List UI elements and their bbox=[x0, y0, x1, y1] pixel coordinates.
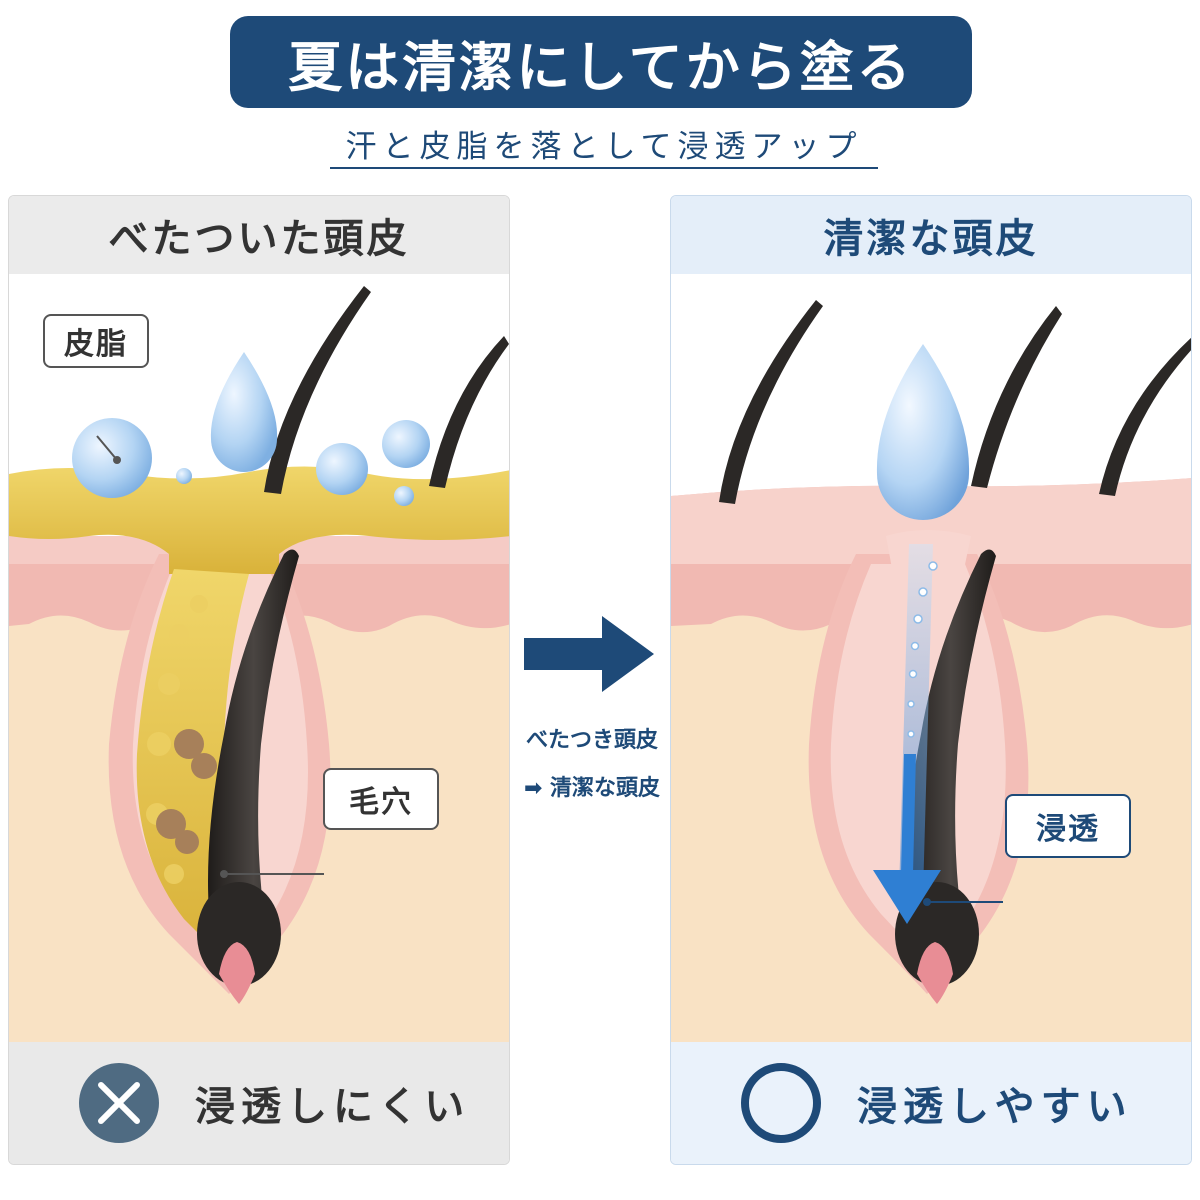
oily-scalp-result-text: 浸透しにくい bbox=[195, 1084, 471, 1130]
sebum-layer bbox=[9, 466, 509, 574]
oily-scalp-header: べたついた頭皮 bbox=[9, 196, 509, 274]
transition-caption-line1: べたつき頭皮 bbox=[525, 728, 658, 753]
penetration-arrow-shaft bbox=[901, 754, 916, 874]
right-arrow-icon bbox=[524, 616, 654, 692]
sebum-clog bbox=[136, 569, 249, 949]
water-droplet-medium bbox=[316, 443, 368, 495]
transition-caption-line2: ➡ 清潔な頭皮 bbox=[512, 770, 672, 802]
hair-shaft-main bbox=[208, 549, 299, 974]
clean-scalp-result-text: 浸透しやすい bbox=[857, 1084, 1133, 1130]
transition-arrow-icon: ➡ bbox=[523, 776, 543, 801]
down-arrow-icon bbox=[873, 870, 941, 924]
water-droplet bbox=[876, 344, 970, 520]
title-banner: 夏は清潔にしてから塗る bbox=[230, 16, 972, 108]
clean-scalp-panel: 清潔な頭皮 bbox=[670, 195, 1192, 1165]
cross-circle-icon bbox=[79, 1063, 159, 1143]
hair-strand-2 bbox=[429, 336, 509, 488]
penetration-bubbles bbox=[907, 561, 938, 738]
hair-strand-2 bbox=[971, 306, 1062, 488]
hair-strand-1 bbox=[264, 286, 371, 494]
circle-icon bbox=[741, 1063, 821, 1143]
sebum-droplet bbox=[72, 418, 152, 498]
sebum-label: 皮脂 bbox=[43, 314, 149, 368]
subtitle: 汗と皮脂を落として浸透アップ bbox=[345, 128, 863, 165]
hair-strand-3 bbox=[1099, 337, 1191, 496]
clean-scalp-result: 浸透しやすい bbox=[671, 1042, 1191, 1164]
sebum-pointer bbox=[96, 435, 118, 461]
subtitle-underline bbox=[330, 167, 878, 169]
pore-label: 毛穴 bbox=[323, 768, 439, 830]
oily-scalp-panel: べたついた頭皮 bbox=[8, 195, 510, 1165]
sebum-clumps bbox=[156, 729, 217, 854]
water-droplet-small bbox=[382, 420, 430, 468]
page-title: 夏は清潔にしてから塗る bbox=[288, 35, 914, 99]
hair-shaft-main bbox=[905, 549, 996, 974]
oily-scalp-illustration bbox=[9, 274, 509, 1044]
dermal-papilla bbox=[219, 942, 255, 1004]
oily-scalp-result: 浸透しにくい bbox=[9, 1042, 509, 1164]
clean-scalp-header: 清潔な頭皮 bbox=[671, 196, 1191, 274]
water-droplet-large bbox=[210, 352, 278, 472]
hair-strand-1 bbox=[719, 300, 823, 504]
transition-caption-target: 清潔な頭皮 bbox=[550, 776, 661, 801]
dermal-papilla bbox=[917, 942, 953, 1004]
clean-scalp-illustration bbox=[671, 274, 1191, 1044]
penetration-label: 浸透 bbox=[1005, 794, 1131, 858]
